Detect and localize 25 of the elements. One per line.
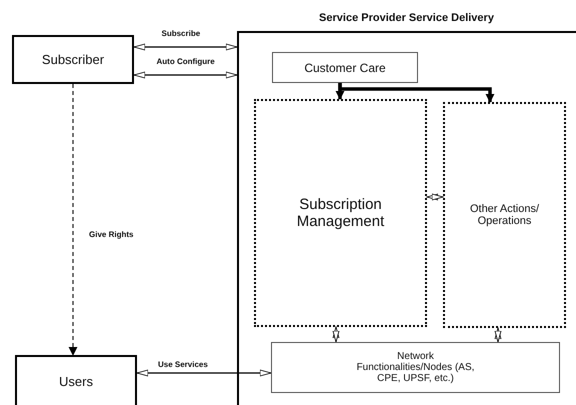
process-box <box>272 52 418 83</box>
node-label: Users <box>59 374 93 388</box>
entity-box <box>12 35 134 84</box>
arrow <box>494 328 502 342</box>
edge-label: Auto Configure <box>156 57 216 66</box>
process-box <box>271 342 560 393</box>
node-label: Subscription Management <box>296 196 386 230</box>
function-area <box>254 99 427 327</box>
node-label: Network Functionalities/Nodes (AS, CPE, UPSF, etc.) <box>356 351 476 384</box>
arrow <box>134 72 238 78</box>
function-area <box>443 102 566 328</box>
arrow <box>134 44 238 50</box>
node-label: Customer Care <box>304 60 386 74</box>
arrow <box>426 194 444 200</box>
arrow <box>68 84 78 356</box>
arrow <box>136 370 272 376</box>
frame-title: Service Provider Service Delivery <box>318 12 495 24</box>
node-label: Subscriber <box>42 52 104 67</box>
edge-label: Subscribe <box>160 29 202 38</box>
edge-label: Use Services <box>157 360 209 369</box>
arrow <box>332 326 340 342</box>
arrow <box>338 83 494 103</box>
entity-box <box>15 355 137 405</box>
edge-label: Give Rights <box>88 230 134 238</box>
node-label: Other Actions/ Operations <box>468 203 540 227</box>
